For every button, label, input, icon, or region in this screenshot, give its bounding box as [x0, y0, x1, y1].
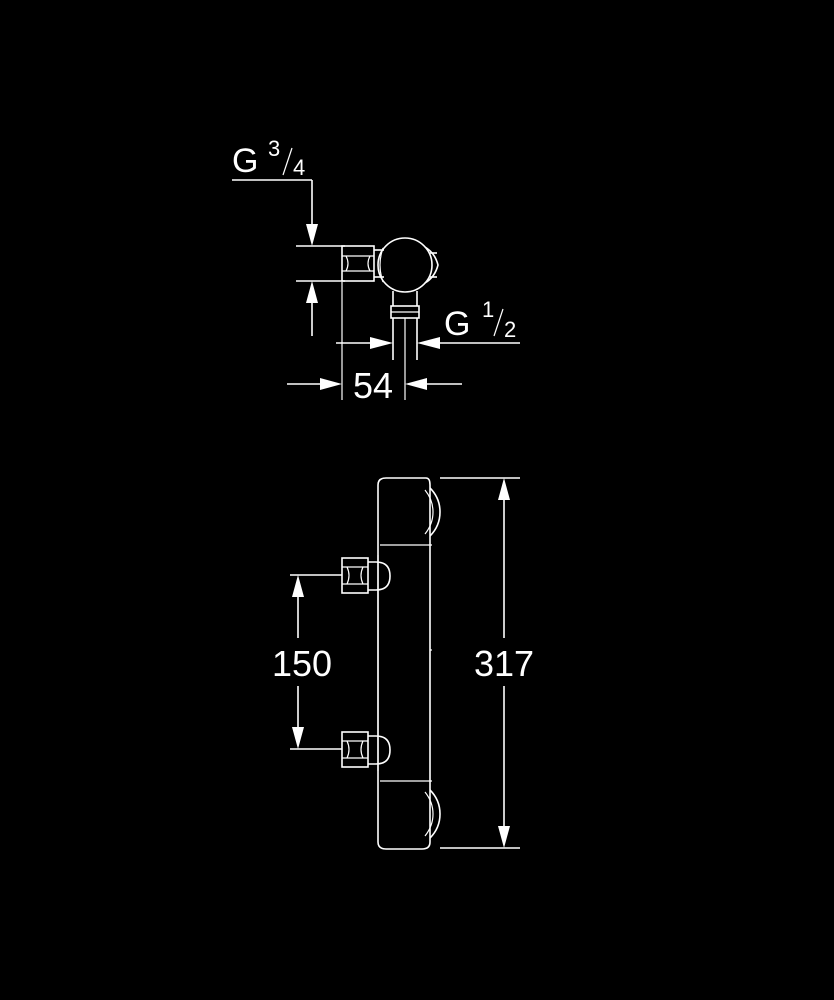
outlet-thread-denominator: 2 — [504, 317, 516, 342]
overall-length-value: 317 — [474, 643, 534, 684]
depth-value: 54 — [353, 365, 393, 406]
depth-dimension: 54 — [287, 282, 462, 406]
inlet-thread-denominator: 4 — [293, 155, 305, 180]
outlet-thread-dimension: G 1 2 — [336, 297, 520, 349]
inlet-thread-fraction-slash — [282, 147, 293, 176]
inlet-thread-label: G 3 4 — [232, 136, 305, 180]
upper-inlet — [290, 557, 391, 594]
inlet-spacing-dimension: 150 — [272, 575, 332, 749]
lower-inlet — [290, 731, 391, 768]
inlet-thread-prefix: G — [232, 142, 258, 180]
side-view: G 3 4 — [232, 136, 520, 406]
valve-body-side — [377, 237, 439, 293]
outlet-spout-side — [390, 291, 420, 400]
front-view: 150 317 — [272, 477, 534, 850]
inlet-thread-numerator: 3 — [268, 136, 280, 161]
overall-length-dimension: 317 — [440, 477, 534, 849]
mixer-body — [377, 477, 441, 850]
outlet-thread-prefix: G — [444, 305, 470, 343]
inlet-leader — [232, 179, 345, 336]
inlet-spacing-value: 150 — [272, 643, 332, 684]
outlet-thread-numerator: 1 — [482, 297, 494, 322]
